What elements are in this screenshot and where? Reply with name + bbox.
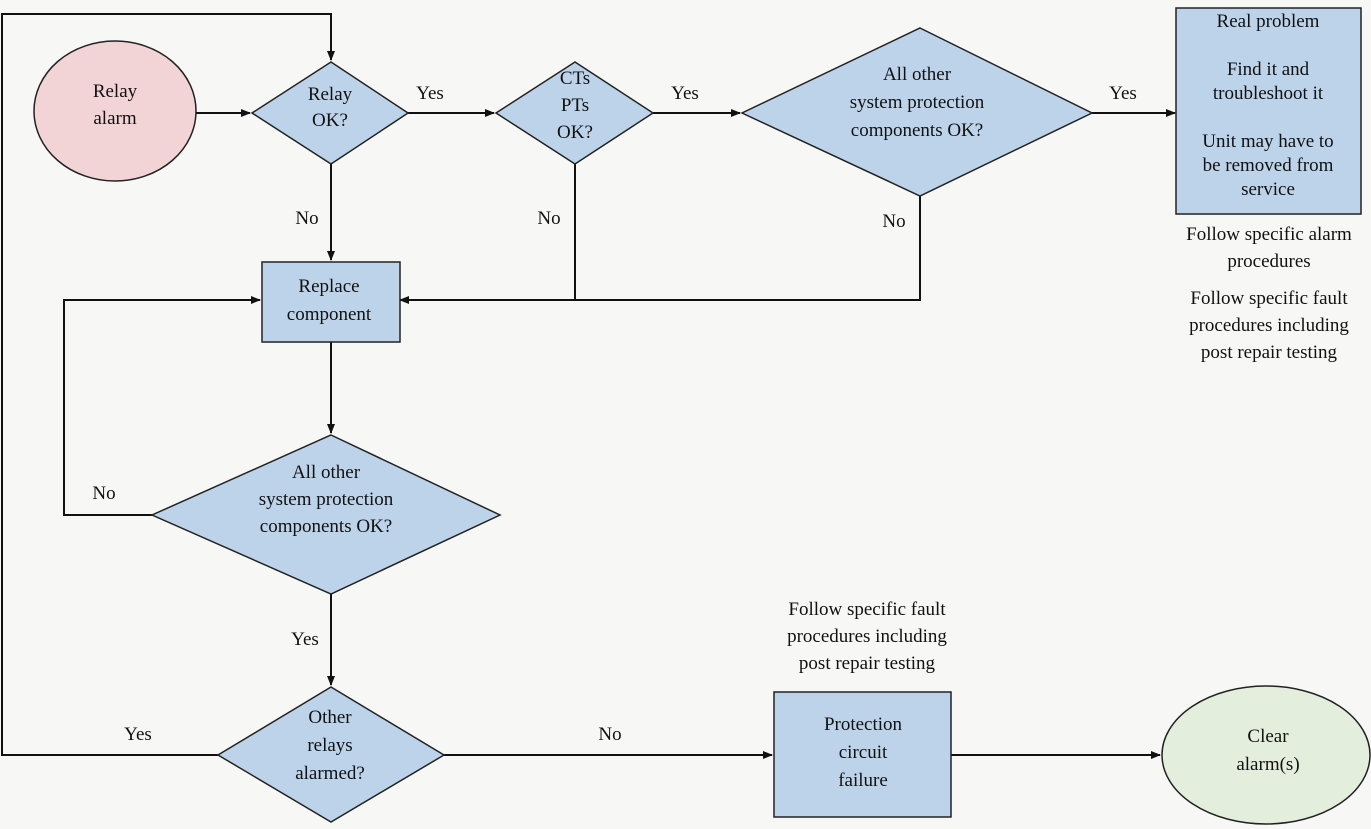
label-line: post repair testing bbox=[799, 653, 936, 674]
relay-ok-no-label: No bbox=[295, 208, 318, 229]
cts-pts-ok-decision bbox=[494, 61, 655, 165]
label-line: be removed from bbox=[1203, 155, 1334, 176]
other-relays-label: Other relays alarmed? bbox=[295, 707, 365, 784]
label-line: alarmed? bbox=[295, 763, 365, 784]
label-line: troubleshoot it bbox=[1213, 83, 1324, 104]
all-other-top-yes-label: Yes bbox=[1109, 83, 1137, 104]
cts-no-label: No bbox=[537, 208, 560, 229]
label-line: Relay bbox=[93, 81, 138, 102]
real-problem-box bbox=[1175, 7, 1362, 215]
relay-alarm-terminal bbox=[33, 40, 197, 182]
other-relays-decision bbox=[216, 686, 446, 823]
label-line: failure bbox=[838, 770, 888, 791]
label-line: procedures including bbox=[787, 626, 947, 647]
all-other-top-no-label: No bbox=[882, 211, 905, 232]
label-line: Relay bbox=[308, 84, 353, 105]
label-line: Unit may have to bbox=[1202, 131, 1333, 152]
label-line: All other bbox=[883, 64, 952, 85]
all-other-top-label: All other system protection components OK? bbox=[850, 64, 985, 141]
protection-failure-box bbox=[773, 691, 952, 818]
all-other-mid-yes-label: Yes bbox=[291, 629, 319, 650]
label-line: component bbox=[287, 304, 372, 325]
edge-all-other-top-no bbox=[575, 196, 921, 301]
label-line: CTs bbox=[560, 68, 590, 89]
label-line: Clear bbox=[1247, 726, 1289, 747]
label-line: system protection bbox=[259, 489, 394, 510]
edge-cts-no bbox=[399, 164, 576, 304]
label-line: procedures bbox=[1227, 251, 1310, 272]
label-line: PTs bbox=[561, 95, 589, 116]
label-line: system protection bbox=[850, 92, 985, 113]
replace-component-label: Replace component bbox=[287, 276, 372, 325]
label-line: Other bbox=[308, 707, 352, 728]
label-line: All other bbox=[292, 462, 361, 483]
label-line: OK? bbox=[312, 110, 348, 131]
relay-ok-yes-label: Yes bbox=[416, 83, 444, 104]
label-line: components OK? bbox=[851, 120, 983, 141]
edge-all-other-mid-no bbox=[63, 296, 261, 516]
fault-procedures-note-bottom: Follow specific fault procedures includin… bbox=[787, 599, 947, 674]
label-line: Find it and bbox=[1227, 59, 1310, 80]
connectors bbox=[1, 13, 1176, 759]
label-line: Protection bbox=[824, 714, 903, 735]
all-other-mid-decision bbox=[150, 434, 502, 595]
label-line: post repair testing bbox=[1201, 342, 1338, 363]
relay-ok-decision bbox=[250, 61, 410, 165]
label-line: circuit bbox=[839, 742, 888, 763]
clear-alarms-label: Clear alarm(s) bbox=[1236, 726, 1299, 775]
clear-alarms-terminal bbox=[1161, 685, 1371, 825]
label-line: Follow specific fault bbox=[1190, 288, 1348, 309]
protection-failure-label: Protection circuit failure bbox=[824, 714, 903, 791]
relay-alarm-label: Relay alarm bbox=[93, 81, 138, 129]
label-line: relays bbox=[307, 735, 352, 756]
cts-yes-label: Yes bbox=[671, 83, 699, 104]
all-other-mid-no-label: No bbox=[92, 483, 115, 504]
label-line: alarm(s) bbox=[1236, 754, 1299, 775]
other-relays-yes-label: Yes bbox=[124, 724, 152, 745]
label-line: Follow specific alarm bbox=[1186, 224, 1352, 245]
label-line: service bbox=[1241, 179, 1295, 200]
label-line: Follow specific fault bbox=[788, 599, 946, 620]
label-line: components OK? bbox=[260, 516, 392, 537]
label-line: alarm bbox=[93, 108, 136, 129]
all-other-top-decision bbox=[740, 27, 1094, 197]
label-line: Real problem bbox=[1217, 11, 1320, 32]
label-line: procedures including bbox=[1189, 315, 1349, 336]
label-line: OK? bbox=[557, 122, 593, 143]
fault-procedures-note-right: Follow specific fault procedures includin… bbox=[1189, 288, 1349, 363]
other-relays-no-label: No bbox=[598, 724, 621, 745]
alarm-procedures-note: Follow specific alarm procedures bbox=[1186, 224, 1352, 272]
replace-component-box bbox=[261, 261, 401, 343]
all-other-mid-label: All other system protection components OK? bbox=[259, 462, 394, 537]
edge-other-relays-yes bbox=[1, 13, 335, 756]
label-line: Replace bbox=[298, 276, 359, 297]
